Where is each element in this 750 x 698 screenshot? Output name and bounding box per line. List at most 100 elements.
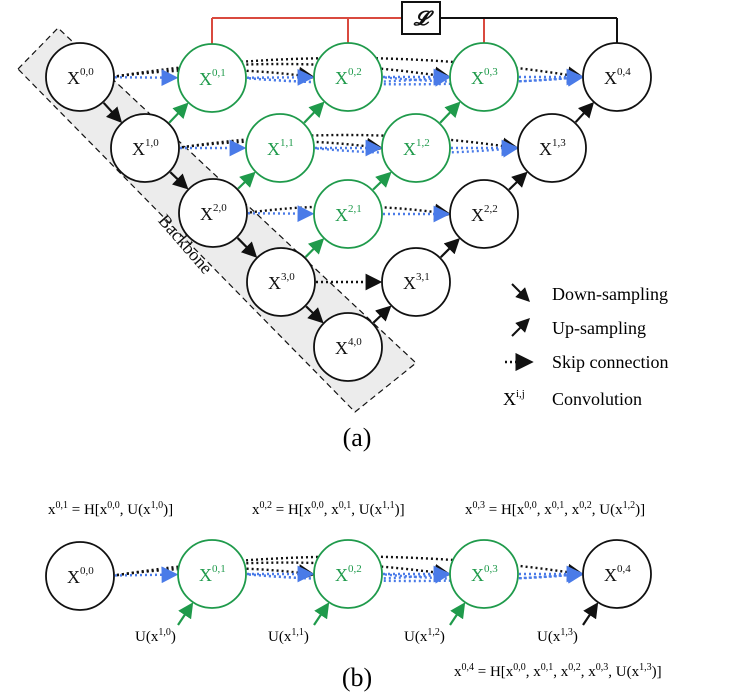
node-x02: X0,2 bbox=[313, 42, 383, 112]
up-x20-x11 bbox=[237, 171, 256, 190]
up-x13-x04 bbox=[574, 102, 595, 123]
formulas: x0,1 = H[x0,0, U(x1,0)] x0,2 = H[x0,0, x… bbox=[48, 500, 662, 680]
up-x30-x21 bbox=[304, 238, 325, 258]
node-circle bbox=[313, 312, 383, 382]
down-x20-x30 bbox=[236, 237, 258, 258]
node-x20: X2,0 bbox=[178, 178, 248, 248]
node-label: X0,4 bbox=[604, 563, 631, 585]
node-circle bbox=[246, 247, 316, 317]
node-x10: X1,0 bbox=[110, 113, 180, 183]
down-x30-x40 bbox=[305, 305, 324, 324]
up-x21-x12 bbox=[372, 171, 392, 191]
node-x04: X0,4 bbox=[582, 42, 652, 112]
node-x31: X3,1 bbox=[381, 247, 451, 317]
diagram-a-nodes: X0,0X1,0X2,0X3,0X4,0 X0,1 X0,2 X0,3X1,1 X1,2… bbox=[45, 42, 652, 382]
node-circle bbox=[381, 113, 451, 183]
node-label: X2,2 bbox=[471, 203, 498, 225]
node-circle bbox=[381, 247, 451, 317]
node-label: X0,1 bbox=[199, 563, 226, 585]
node-circle bbox=[517, 113, 587, 183]
node-label: X0,1 bbox=[199, 67, 226, 89]
diagram-b-nodes: X0,0 X0,1 X0,2 X0,3 X0,4 bbox=[45, 539, 652, 611]
node-circle bbox=[245, 113, 315, 183]
skip-x00-x03 bbox=[111, 62, 452, 84]
node-x13: X1,3 bbox=[517, 113, 587, 183]
up-x10-x01 bbox=[168, 102, 189, 124]
node-x40: X4,0 bbox=[313, 312, 383, 382]
skip-x10-x13 bbox=[176, 133, 520, 155]
node-circle bbox=[449, 42, 519, 112]
formula-02: x0,2 = H[x0,0, x0,1, U(x1,1)] bbox=[252, 500, 405, 518]
formula-03: x0,3 = H[x0,0, x0,1, x0,2, U(x1,2)] bbox=[465, 500, 645, 518]
node-circle bbox=[449, 539, 519, 609]
up-x12-x03 bbox=[439, 101, 461, 124]
node-label: X1,3 bbox=[539, 137, 566, 159]
legend-up-arrow-icon bbox=[511, 318, 530, 337]
legend-down-label: Down-sampling bbox=[552, 284, 668, 304]
upsample-arrow-3 bbox=[582, 602, 599, 626]
legend-up-label: Up-sampling bbox=[552, 318, 646, 338]
node-label: X0,0 bbox=[67, 565, 94, 587]
node-b03: X0,3 bbox=[449, 539, 519, 609]
node-b02: X0,2 bbox=[313, 539, 383, 609]
upsample-label-1: U(x1,1) bbox=[268, 627, 309, 645]
node-label: X3,1 bbox=[403, 271, 430, 293]
node-circle bbox=[45, 541, 115, 611]
upsample-label-0: U(x1,0) bbox=[135, 627, 176, 645]
node-label: X1,1 bbox=[267, 137, 294, 159]
node-b00: X0,0 bbox=[45, 541, 115, 611]
up-x22-x13 bbox=[508, 171, 528, 191]
node-label: X2,1 bbox=[335, 203, 362, 225]
node-circle bbox=[449, 179, 519, 249]
caption-b: (b) bbox=[342, 663, 372, 692]
node-circle bbox=[313, 539, 383, 609]
node-circle bbox=[110, 113, 180, 183]
up-x40-x31 bbox=[372, 305, 392, 324]
loss-group: 𝓛 bbox=[211, 1, 618, 50]
node-circle bbox=[177, 539, 247, 609]
down-x10-x20 bbox=[169, 171, 189, 190]
node-label: X0,4 bbox=[604, 66, 631, 88]
node-label: X2,0 bbox=[200, 202, 227, 224]
legend-skip-label: Skip connection bbox=[552, 352, 668, 372]
node-label: X0,0 bbox=[67, 66, 94, 88]
node-x30: X3,0 bbox=[246, 247, 316, 317]
node-x01: X0,1 bbox=[177, 43, 247, 113]
node-b01: X0,1 bbox=[177, 539, 247, 609]
upsample-arrow-2 bbox=[449, 602, 466, 626]
legend: Down-sampling Up-sampling Skip connectio… bbox=[503, 283, 668, 409]
upsample-labels: U(x1,0) U(x1,1) U(x1,2) U(x1,3) bbox=[135, 627, 578, 645]
loss-box bbox=[401, 1, 441, 35]
node-x00: X0,0 bbox=[45, 42, 115, 112]
upsample-label-3: U(x1,3) bbox=[537, 627, 578, 645]
node-circle bbox=[313, 179, 383, 249]
legend-conv-label: Convolution bbox=[552, 389, 642, 409]
node-x11: X1,1 bbox=[245, 113, 315, 183]
caption-a: (a) bbox=[343, 423, 372, 452]
node-label: X0,3 bbox=[471, 563, 498, 585]
node-label: X0,2 bbox=[335, 563, 362, 585]
node-label: X1,0 bbox=[132, 137, 159, 159]
node-x12: X1,2 bbox=[381, 113, 451, 183]
node-circle bbox=[177, 43, 247, 113]
node-circle bbox=[582, 539, 652, 609]
node-x03: X0,3 bbox=[449, 42, 519, 112]
down-x00-x10 bbox=[102, 102, 123, 123]
formula-04: x0,4 = H[x0,0, x0,1, x0,2, x0,3, U(x1,3)… bbox=[454, 662, 662, 680]
node-circle bbox=[178, 178, 248, 248]
node-circle bbox=[313, 42, 383, 112]
node-circle bbox=[582, 42, 652, 112]
node-label: X3,0 bbox=[268, 271, 295, 293]
legend-down-arrow-icon bbox=[511, 283, 530, 302]
upsample-arrow-1 bbox=[313, 602, 330, 626]
node-x22: X2,2 bbox=[449, 179, 519, 249]
node-circle bbox=[45, 42, 115, 112]
up-x11-x02 bbox=[303, 101, 325, 124]
node-label: X0,2 bbox=[335, 66, 362, 88]
node-x21: X2,1 bbox=[313, 179, 383, 249]
formula-01: x0,1 = H[x0,0, U(x1,0)] bbox=[48, 500, 173, 518]
node-label: X1,2 bbox=[403, 137, 430, 159]
node-b04: X0,4 bbox=[582, 539, 652, 609]
up-x31-x22 bbox=[439, 237, 461, 259]
